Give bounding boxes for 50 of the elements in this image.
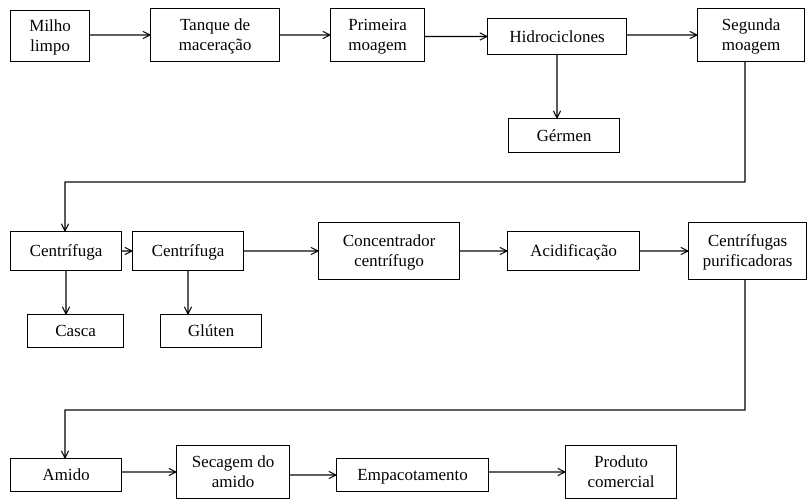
arrow — [489, 468, 566, 476]
process-box — [688, 222, 807, 280]
arrow — [640, 246, 689, 256]
arrow — [60, 280, 746, 459]
arrow — [627, 30, 698, 40]
step-label: Centrífuga — [30, 241, 102, 261]
process-box — [336, 458, 489, 492]
arrow — [290, 470, 337, 480]
process-box — [507, 231, 640, 271]
arrow — [90, 30, 151, 40]
process-box — [10, 10, 90, 62]
arrow — [552, 55, 562, 119]
step-label: Milho limpo — [28, 16, 72, 56]
process-box — [565, 445, 677, 499]
arrow — [244, 246, 319, 256]
step-label: Primeira moagem — [347, 15, 408, 55]
arrow — [280, 30, 331, 40]
process-box — [330, 8, 425, 62]
process-box — [508, 118, 620, 153]
process-box — [487, 18, 627, 55]
step-label: Glúten — [188, 321, 234, 341]
step-label: Secagem do amido — [190, 452, 276, 492]
step-label: Segunda moagem — [720, 15, 782, 55]
step-label: Gérmen — [536, 126, 592, 146]
step-label: Centrífugas purificadoras — [702, 231, 794, 271]
process-box — [160, 314, 262, 348]
process-box — [132, 231, 244, 271]
arrow — [62, 271, 70, 315]
process-box — [318, 222, 460, 280]
arrow — [425, 32, 488, 41]
step-label: Produto comercial — [586, 452, 656, 492]
process-box — [697, 8, 805, 62]
arrow — [460, 246, 508, 256]
step-label: Centrífuga — [152, 241, 224, 261]
step-label: Empacotamento — [357, 465, 468, 485]
process-box — [150, 8, 280, 62]
arrow — [122, 246, 133, 256]
step-label: Acidificação — [530, 241, 617, 261]
process-box — [176, 445, 290, 499]
process-box — [27, 314, 124, 348]
arrow — [184, 271, 192, 315]
process-box — [10, 231, 122, 271]
arrow — [122, 468, 177, 476]
step-label: Concentrador centrífugo — [342, 231, 436, 271]
step-label: Tanque de maceração — [178, 15, 252, 55]
arrow — [60, 62, 746, 232]
process-box — [10, 458, 122, 492]
step-label: Casca — [55, 321, 96, 341]
step-label: Amido — [42, 465, 90, 485]
step-label: Hidrociclones — [509, 26, 605, 46]
